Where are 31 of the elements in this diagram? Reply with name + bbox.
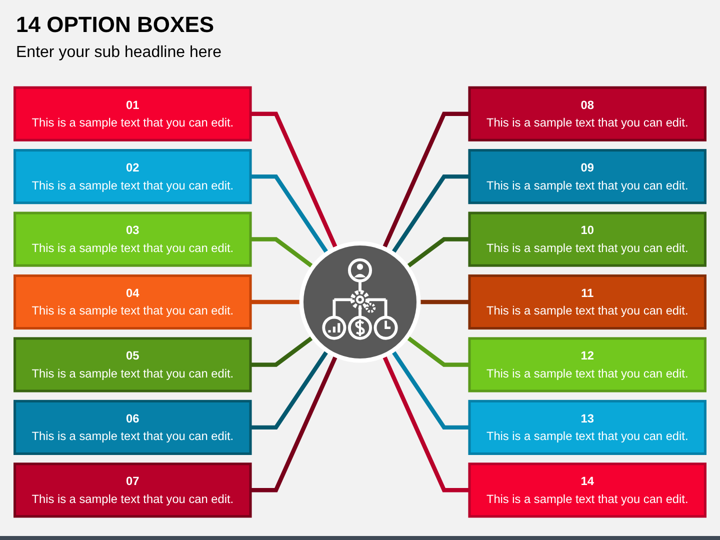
node-box: 10 This is a sample text that you can edit. (468, 212, 706, 267)
connector (250, 335, 314, 367)
connector (250, 112, 338, 250)
connector (250, 300, 302, 304)
node-box: 01 This is a sample text that you can edit. (14, 86, 252, 142)
connector (418, 300, 470, 304)
node-box: 07 This is a sample text that you can edit. (14, 462, 252, 518)
connector (390, 350, 470, 430)
subtitle: Enter your sub headline here (16, 44, 222, 62)
connector (406, 335, 470, 367)
node-box: 04 This is a sample text that you can edit. (14, 274, 252, 330)
connector (390, 174, 470, 254)
node-circle (299, 241, 421, 363)
node-box: 11 This is a sample text that you can edit. (468, 274, 706, 330)
connector (382, 354, 470, 492)
connector (250, 354, 338, 492)
node-box: 02 This is a sample text that you can edit. (14, 149, 252, 204)
node-box: 09 This is a sample text that you can edit. (468, 149, 706, 204)
slide-title: 14 OPTION BOXES (16, 12, 214, 38)
node-box: 06 This is a sample text that you can edit. (14, 400, 252, 455)
connector (382, 112, 470, 250)
connector (250, 350, 330, 430)
connector (250, 174, 330, 254)
connector (250, 237, 314, 269)
connector (406, 237, 470, 269)
node-box: 13 This is a sample text that you can edit. (468, 400, 706, 455)
node-box: 08 This is a sample text that you can edit. (468, 86, 706, 142)
node-box: 03 This is a sample text that you can edit. (14, 212, 252, 267)
node-box: 14 This is a sample text that you can edit. (468, 462, 706, 518)
node-box: 12 This is a sample text that you can edit. (468, 337, 706, 392)
node-box: 05 This is a sample text that you can edit. (14, 337, 252, 392)
